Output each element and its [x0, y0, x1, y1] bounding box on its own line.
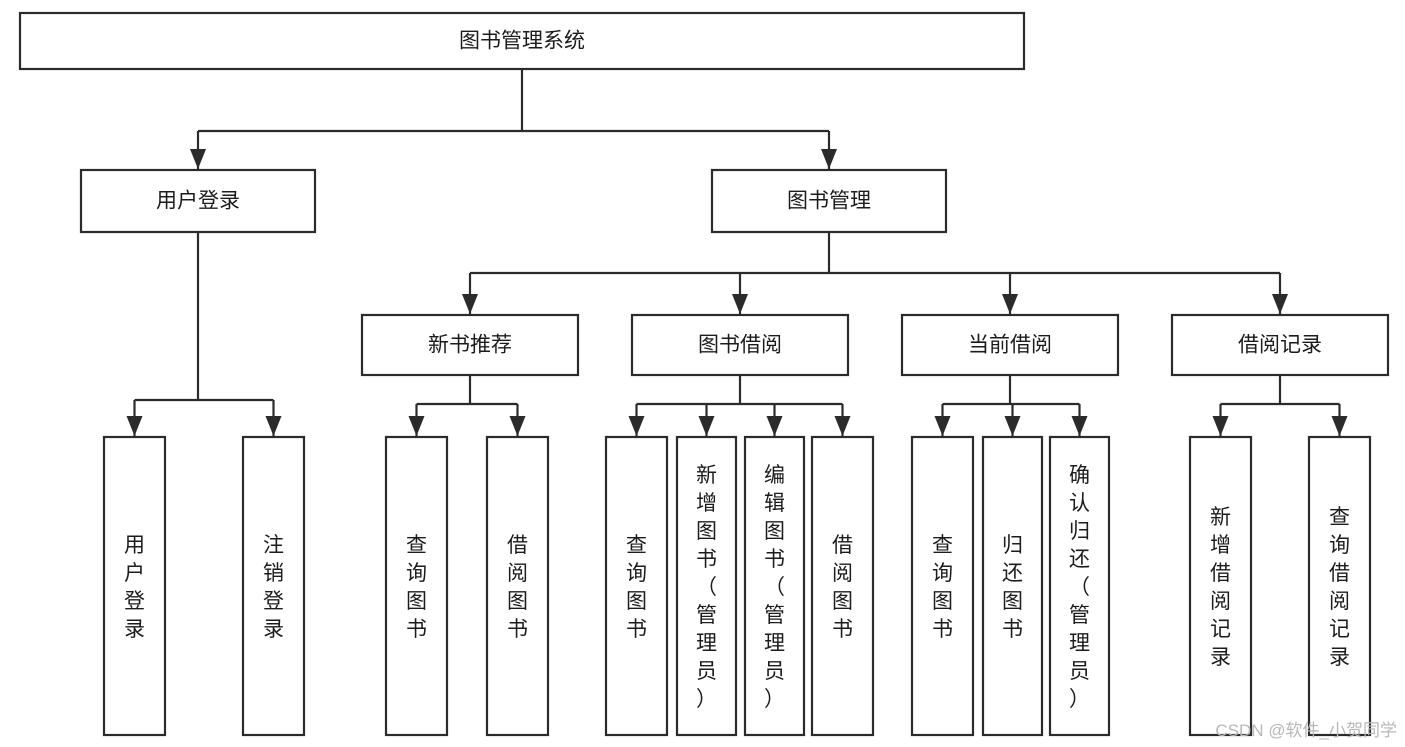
node-box-leaf-borrow-book	[810, 435, 875, 737]
arrow-down-icon-book-manage-3	[1272, 294, 1288, 314]
arrow-down-icon-book-manage-1	[732, 294, 748, 314]
node-box-leaf-add-borrow-record	[1188, 435, 1253, 737]
node-leaf-query-book-current[interactable]: 查询图书	[910, 435, 975, 737]
arrow-down-icon-book-borrow-1	[698, 416, 715, 436]
node-box-book-borrow	[630, 313, 850, 377]
node-box-book-manage	[710, 168, 948, 234]
node-label-leaf-logout: 注销登录	[263, 534, 284, 641]
arrow-down-icon-borrow-record-1	[1331, 416, 1348, 436]
node-box-leaf-confirm-return	[1048, 435, 1111, 737]
node-label-new-book-recommend: 新书推荐	[428, 334, 512, 357]
node-label-leaf-query-borrow-record: 查询借阅记录	[1329, 506, 1350, 669]
node-leaf-logout[interactable]: 注销登录	[241, 435, 306, 737]
node-box-current-borrow	[900, 313, 1120, 377]
node-label-leaf-return-book: 归还图书	[1002, 534, 1023, 641]
node-box-borrow-record	[1170, 313, 1390, 377]
arrow-down-icon-user-login-0	[126, 416, 143, 436]
node-leaf-query-book-recommend[interactable]: 查询图书	[384, 435, 449, 737]
node-label-leaf-confirm-return: 确认归还（管理员）	[1069, 464, 1090, 711]
node-layer: 图书管理系统用户登录图书管理新书推荐图书借阅当前借阅借阅记录用户登录注销登录查询…	[18, 11, 1390, 737]
node-label-leaf-add-borrow-record: 新增借阅记录	[1210, 506, 1231, 669]
node-label-leaf-user-login: 用户登录	[124, 534, 145, 641]
node-box-leaf-query-borrow-record	[1307, 435, 1372, 737]
node-label-borrow-record: 借阅记录	[1238, 334, 1322, 357]
node-label-leaf-edit-book: 编辑图书（管理员）	[764, 464, 785, 711]
node-leaf-edit-book[interactable]: 编辑图书（管理员）	[743, 435, 806, 737]
node-leaf-return-book[interactable]: 归还图书	[981, 435, 1044, 737]
arrow-down-icon-current-borrow-0	[934, 416, 951, 436]
node-label-leaf-add-book: 新增图书（管理员）	[696, 464, 717, 711]
watermark-text: CSDN @软件_小贺同学	[1215, 721, 1397, 740]
arrow-down-icon-book-borrow-0	[628, 416, 645, 436]
arrow-down-icon-root-1	[821, 149, 837, 169]
node-box-leaf-query-book-recommend	[384, 435, 449, 737]
node-borrow-record[interactable]: 借阅记录	[1170, 313, 1390, 377]
node-leaf-query-book-borrow[interactable]: 查询图书	[604, 435, 669, 737]
node-leaf-add-borrow-record[interactable]: 新增借阅记录	[1188, 435, 1253, 737]
node-leaf-add-book[interactable]: 新增图书（管理员）	[675, 435, 738, 737]
node-label-leaf-query-book-borrow: 查询图书	[626, 534, 647, 641]
arrow-down-icon-book-manage-0	[462, 294, 478, 314]
node-label-user-login: 用户登录	[156, 190, 240, 213]
node-box-leaf-user-login	[102, 435, 167, 737]
node-label-current-borrow: 当前借阅	[968, 334, 1052, 357]
node-current-borrow[interactable]: 当前借阅	[900, 313, 1120, 377]
node-label-leaf-query-book-recommend: 查询图书	[406, 534, 427, 641]
arrow-down-icon-book-borrow-2	[766, 416, 783, 436]
arrow-down-icon-new-book-recommend-1	[509, 416, 526, 436]
node-new-book-recommend[interactable]: 新书推荐	[360, 313, 580, 377]
node-box-leaf-query-book-borrow	[604, 435, 669, 737]
arrow-down-icon-book-borrow-3	[834, 416, 851, 436]
arrow-down-icon-borrow-record-0	[1212, 416, 1229, 436]
node-label-book-manage: 图书管理	[787, 190, 871, 213]
node-leaf-borrow-book[interactable]: 借阅图书	[810, 435, 875, 737]
node-box-user-login	[79, 168, 317, 234]
arrow-down-icon-book-manage-2	[1002, 294, 1018, 314]
node-box-leaf-add-book	[675, 435, 738, 737]
node-label-leaf-query-book-current: 查询图书	[932, 534, 953, 641]
node-box-root	[18, 11, 1026, 71]
node-box-leaf-logout	[241, 435, 306, 737]
connector-layer	[126, 69, 1348, 436]
node-label-leaf-borrow-book-recommend: 借阅图书	[507, 534, 528, 641]
node-book-borrow[interactable]: 图书借阅	[630, 313, 850, 377]
node-leaf-confirm-return[interactable]: 确认归还（管理员）	[1048, 435, 1111, 737]
node-root[interactable]: 图书管理系统	[18, 11, 1026, 71]
node-book-manage[interactable]: 图书管理	[710, 168, 948, 234]
arrow-down-icon-user-login-1	[265, 416, 282, 436]
node-leaf-user-login[interactable]: 用户登录	[102, 435, 167, 737]
node-box-leaf-return-book	[981, 435, 1044, 737]
arrow-down-icon-new-book-recommend-0	[408, 416, 425, 436]
arrow-down-icon-current-borrow-1	[1004, 416, 1021, 436]
node-user-login[interactable]: 用户登录	[79, 168, 317, 234]
node-leaf-borrow-book-recommend[interactable]: 借阅图书	[485, 435, 550, 737]
node-box-leaf-query-book-current	[910, 435, 975, 737]
node-box-leaf-borrow-book-recommend	[485, 435, 550, 737]
node-label-book-borrow: 图书借阅	[698, 334, 782, 357]
arrow-down-icon-root-0	[190, 149, 206, 169]
arrow-down-icon-current-borrow-2	[1071, 416, 1088, 436]
node-box-new-book-recommend	[360, 313, 580, 377]
node-label-root: 图书管理系统	[459, 30, 585, 53]
node-box-leaf-edit-book	[743, 435, 806, 737]
node-leaf-query-borrow-record[interactable]: 查询借阅记录	[1307, 435, 1372, 737]
node-label-leaf-borrow-book: 借阅图书	[832, 534, 853, 641]
